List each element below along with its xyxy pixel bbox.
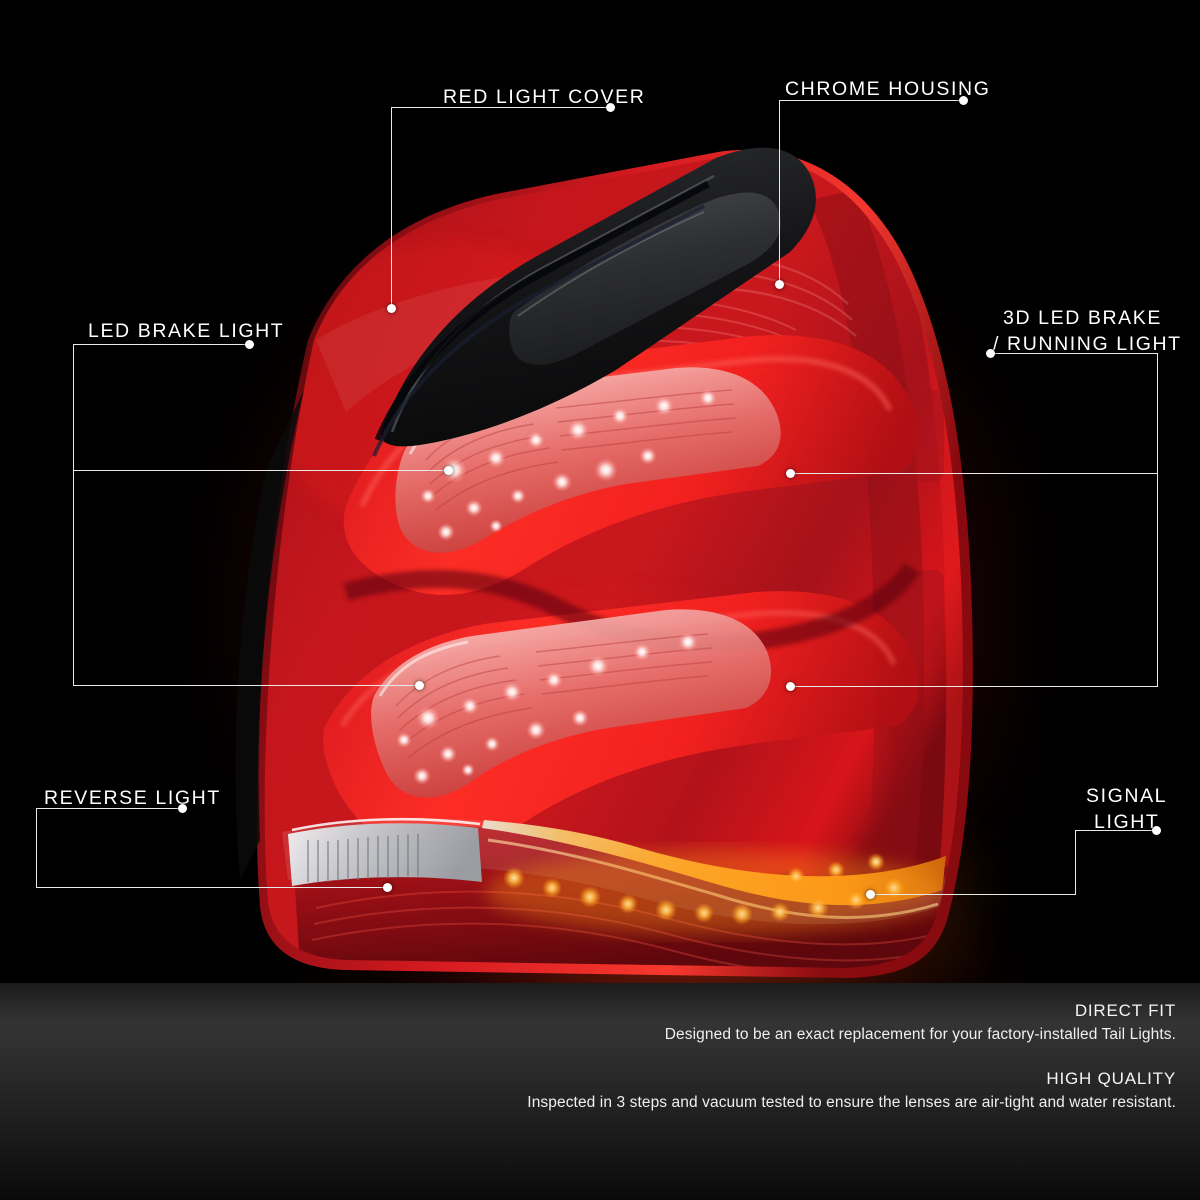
callout-label-signal-light-line1: SIGNAL bbox=[1086, 785, 1168, 807]
callout-label-led-brake-light: LED BRAKE LIGHT bbox=[88, 320, 285, 342]
leader-brake-upper-h bbox=[73, 470, 450, 472]
leader-dot-led-brake-light bbox=[245, 340, 254, 349]
callout-label-reverse-light: REVERSE LIGHT bbox=[44, 787, 221, 809]
chrome-housing-top-trim bbox=[372, 147, 816, 457]
leader-chrome-housing-h bbox=[779, 100, 965, 102]
callout-label-3d-led-brake-line2: / RUNNING LIGHT bbox=[993, 333, 1182, 355]
leader-dot-red-light-cover-start bbox=[606, 103, 615, 112]
leader-3d-led-h bbox=[990, 353, 1158, 355]
leader-dot-chrome-housing-end bbox=[775, 280, 784, 289]
leader-reverse-top-h bbox=[36, 808, 184, 810]
leader-dot-reverse-start bbox=[178, 804, 187, 813]
leader-signal-v bbox=[1075, 830, 1077, 894]
tail-light-assembly bbox=[196, 140, 1006, 990]
feature-info-panel: DIRECT FIT Designed to be an exact repla… bbox=[0, 983, 1200, 1200]
callout-label-red-light-cover: RED LIGHT COVER bbox=[443, 86, 646, 108]
leader-dot-brake-lower bbox=[415, 681, 424, 690]
led-hotspots-upper bbox=[420, 389, 717, 541]
led-brake-light-lower bbox=[371, 609, 772, 798]
feature-direct-fit: DIRECT FIT Designed to be an exact repla… bbox=[665, 1001, 1176, 1044]
leader-dot-running-lower bbox=[786, 682, 795, 691]
feature-high-quality: HIGH QUALITY Inspected in 3 steps and va… bbox=[527, 1069, 1176, 1112]
leader-dot-brake-upper bbox=[444, 466, 453, 475]
leader-signal-top-h bbox=[1075, 830, 1159, 832]
leader-running-upper-h bbox=[790, 473, 1158, 475]
leader-dot-signal-end bbox=[866, 890, 875, 899]
leader-brake-lower-h bbox=[73, 685, 421, 687]
leader-dot-signal-start bbox=[1152, 826, 1161, 835]
leader-led-brake-top-h bbox=[73, 344, 250, 346]
leader-signal-bottom-h bbox=[873, 894, 1076, 896]
leader-dot-running-upper bbox=[786, 469, 795, 478]
feature-body: Designed to be an exact replacement for … bbox=[664, 1026, 1176, 1043]
feature-body: Inspected in 3 steps and vacuum tested t… bbox=[527, 1094, 1176, 1111]
leader-dot-3d-led-brake bbox=[986, 349, 995, 358]
leader-dot-reverse-end bbox=[383, 883, 392, 892]
feature-heading: HIGH QUALITY bbox=[1046, 1069, 1176, 1088]
callout-label-3d-led-brake-line1: 3D LED BRAKE bbox=[1003, 307, 1163, 329]
leader-dot-red-light-cover-end bbox=[387, 304, 396, 313]
leader-chrome-housing-v bbox=[779, 100, 781, 284]
leader-right-rail-v bbox=[1157, 353, 1159, 687]
reverse-and-signal-bar bbox=[282, 817, 948, 934]
callout-label-signal-light-line2: LIGHT bbox=[1094, 811, 1160, 833]
led-hotspots-lower bbox=[396, 632, 698, 785]
leader-red-light-cover-v bbox=[391, 107, 393, 309]
leader-running-lower-h bbox=[790, 686, 1158, 688]
leader-left-rail-v bbox=[73, 344, 75, 686]
leader-reverse-bottom-h bbox=[36, 887, 388, 889]
feature-heading: DIRECT FIT bbox=[1074, 1001, 1176, 1020]
leader-dot-chrome-housing-start bbox=[959, 96, 968, 105]
leader-reverse-v bbox=[36, 808, 38, 888]
leader-red-light-cover-h bbox=[391, 107, 612, 109]
callout-label-chrome-housing: CHROME HOUSING bbox=[785, 78, 991, 100]
